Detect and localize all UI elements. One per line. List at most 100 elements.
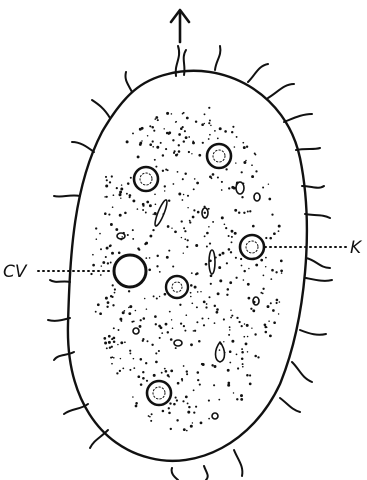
inclusions [117, 182, 260, 419]
granule [110, 262, 112, 264]
granule [168, 250, 170, 252]
granule [182, 178, 184, 180]
granule [155, 352, 157, 354]
granule [208, 107, 210, 109]
granule [241, 196, 243, 198]
granule [154, 315, 157, 318]
granule [204, 235, 206, 237]
granule [127, 234, 129, 236]
granule [105, 176, 107, 178]
granule [129, 305, 132, 308]
granule [253, 301, 256, 304]
granule [184, 230, 186, 232]
granule [220, 343, 222, 345]
granule [132, 229, 134, 231]
granule [123, 232, 125, 234]
granule [102, 261, 105, 264]
granule [106, 306, 108, 308]
granule [178, 193, 181, 196]
granule [205, 306, 207, 308]
granule [206, 303, 208, 305]
granule [201, 123, 204, 126]
granule [156, 265, 158, 267]
granule [234, 146, 236, 148]
granule [242, 142, 244, 144]
granule [181, 378, 183, 380]
granule [244, 323, 246, 325]
granule [214, 365, 217, 368]
granule [161, 372, 163, 374]
granule [245, 343, 248, 346]
granule [158, 350, 160, 352]
cytoplasm-granules [90, 107, 283, 432]
granule [111, 346, 113, 348]
granule [137, 375, 140, 378]
granule [189, 221, 191, 223]
granule [202, 142, 204, 144]
granule [236, 136, 238, 138]
granule [200, 291, 201, 292]
granule [106, 247, 109, 250]
granule [226, 262, 228, 264]
granule [120, 358, 121, 359]
granule [184, 172, 186, 174]
granule [185, 314, 187, 316]
granule [183, 194, 185, 196]
granule [227, 382, 230, 385]
granule [204, 212, 206, 214]
granule [133, 358, 135, 360]
granule [167, 225, 170, 228]
granule [191, 302, 193, 304]
granule [187, 402, 189, 404]
granule [200, 422, 203, 425]
granule [164, 368, 166, 370]
granule [217, 176, 219, 178]
granule [124, 341, 126, 343]
granule [204, 113, 206, 115]
granule [187, 195, 189, 197]
granule [92, 254, 94, 256]
granule [278, 313, 279, 314]
granule [281, 272, 282, 273]
granule [191, 153, 192, 154]
granule [186, 117, 189, 120]
granule [132, 132, 134, 134]
granule [110, 223, 113, 226]
granule [260, 259, 263, 262]
granule [150, 420, 152, 422]
granule [166, 112, 169, 115]
granule [208, 226, 210, 228]
granule [186, 373, 188, 375]
granule [192, 141, 195, 144]
granule [231, 230, 233, 232]
granule [241, 357, 244, 360]
granule [166, 132, 169, 135]
granule [183, 365, 185, 367]
granule [122, 368, 124, 370]
granule [146, 201, 149, 204]
granule [164, 185, 166, 187]
granule [112, 304, 114, 306]
granule [157, 119, 159, 121]
contractile-vacuole [114, 255, 146, 287]
granule [224, 130, 227, 133]
granule [108, 341, 111, 344]
granule [164, 293, 167, 296]
granule [139, 325, 142, 328]
granule [171, 113, 173, 115]
granule [184, 238, 186, 240]
granule [217, 292, 220, 295]
granule [111, 252, 114, 255]
granule [90, 273, 92, 275]
granule [182, 400, 184, 402]
granule [148, 415, 150, 417]
granule [151, 344, 153, 346]
granule [228, 187, 230, 189]
granule [204, 123, 206, 125]
granule [247, 283, 250, 286]
granule [229, 326, 231, 328]
granule [243, 270, 245, 272]
granule [156, 297, 158, 299]
granule [190, 343, 193, 346]
granule [208, 400, 210, 402]
